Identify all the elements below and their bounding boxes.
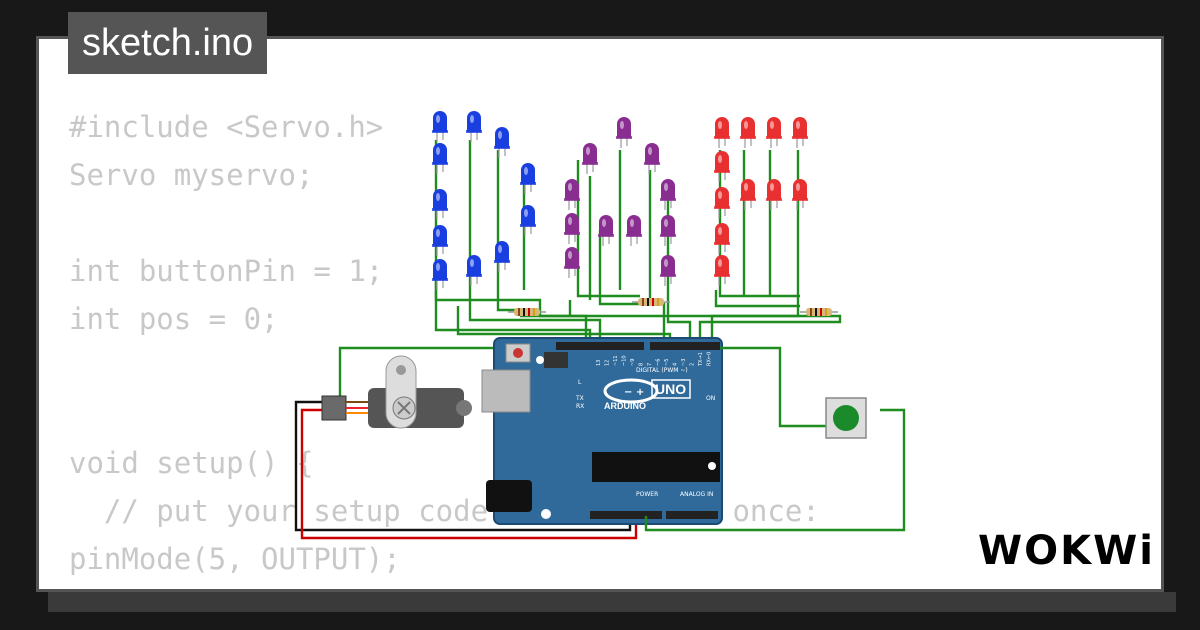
- board-brand-label: ARDUINO: [604, 401, 646, 411]
- servo-icon[interactable]: [321, 355, 472, 429]
- analog-label: ANALOG IN: [680, 491, 713, 498]
- arduino-logo-icon: [603, 378, 659, 404]
- wire: [456, 306, 672, 342]
- led-icon[interactable]: [564, 213, 580, 244]
- led-icon[interactable]: [582, 143, 598, 174]
- led-icon[interactable]: [432, 259, 448, 290]
- digital-pin-label: ~9: [630, 359, 636, 366]
- file-tab[interactable]: sketch.ino: [68, 12, 268, 74]
- led-icon[interactable]: [432, 189, 448, 220]
- card-shadow: [48, 592, 1176, 612]
- file-tab-label: sketch.ino: [82, 22, 254, 64]
- led-icon[interactable]: [714, 255, 730, 286]
- led-icon[interactable]: [740, 179, 756, 210]
- resistors: [508, 298, 838, 316]
- digital-pin-label: ~11: [613, 355, 619, 366]
- led-icon[interactable]: [660, 255, 676, 286]
- pushbutton-icon[interactable]: [644, 346, 906, 532]
- l-label: L: [578, 379, 582, 386]
- wire: [598, 230, 666, 342]
- wires: [434, 140, 842, 342]
- power-header: [590, 511, 662, 519]
- power-label: POWER: [636, 491, 658, 498]
- power-jack-icon: [486, 480, 532, 512]
- led-icon[interactable]: [466, 111, 482, 142]
- led-icon[interactable]: [494, 241, 510, 272]
- led-icon[interactable]: [714, 187, 730, 218]
- led-icon[interactable]: [740, 117, 756, 148]
- tx-label: TX: [575, 395, 584, 402]
- digital-header-left: [556, 342, 644, 350]
- led-icon[interactable]: [616, 117, 632, 148]
- digital-header-right: [650, 342, 720, 350]
- svg-text:− +: − +: [624, 387, 644, 398]
- digital-pin-label: 4: [673, 363, 679, 366]
- led-icon[interactable]: [660, 179, 676, 210]
- led-icon[interactable]: [520, 163, 536, 194]
- led-icon[interactable]: [766, 117, 782, 148]
- digital-pin-label: ~6: [656, 359, 662, 366]
- digital-pin-label: TX→1: [698, 352, 704, 367]
- digital-pin-label: 7: [647, 363, 653, 366]
- resistor-icon: [800, 308, 838, 316]
- code-editor[interactable]: #include <Servo.h> Servo myservo; int butt…: [69, 103, 820, 589]
- code-line: Servo myservo;: [69, 158, 314, 192]
- code-line: int pos = 0;: [69, 302, 279, 336]
- led-icon[interactable]: [432, 111, 448, 142]
- digital-pin-label: ~5: [664, 359, 670, 366]
- resistor-icon: [508, 308, 546, 316]
- leds: [432, 111, 808, 290]
- digital-pin-label: RX←0: [707, 352, 713, 366]
- resistor-icon: [632, 298, 670, 306]
- arduino-uno-board[interactable]: − + UNO ARDUINO DIGITAL (PWM ~) POWER AN…: [481, 337, 723, 525]
- led-icon[interactable]: [432, 143, 448, 174]
- led-icon[interactable]: [792, 117, 808, 148]
- led-icon[interactable]: [626, 215, 642, 246]
- wire: [496, 150, 520, 312]
- led-icon[interactable]: [520, 205, 536, 236]
- led-icon[interactable]: [564, 247, 580, 278]
- digital-pin-label: 2: [690, 363, 696, 366]
- wire: [576, 160, 640, 298]
- wire: [520, 314, 842, 342]
- led-icon[interactable]: [660, 215, 676, 246]
- analog-header: [666, 511, 718, 519]
- wokwi-logo: WOKWi: [978, 528, 1155, 574]
- led-icon[interactable]: [644, 143, 660, 174]
- wire: [468, 140, 602, 342]
- led-icon[interactable]: [598, 215, 614, 246]
- led-icon[interactable]: [714, 151, 730, 182]
- digital-pin-label: ~10: [622, 355, 628, 366]
- wire: [714, 290, 800, 308]
- card-content: #include <Servo.h> Servo myservo; int butt…: [36, 36, 1164, 592]
- board-model-label: UNO: [655, 381, 686, 397]
- code-line: pinMode(5, OUTPUT);: [69, 542, 401, 576]
- led-icon[interactable]: [714, 223, 730, 254]
- digital-pin-label: 12: [605, 360, 611, 366]
- led-icon[interactable]: [466, 255, 482, 286]
- led-icon[interactable]: [564, 179, 580, 210]
- digital-pin-label: 13: [596, 360, 602, 366]
- digital-pin-label: ~3: [681, 359, 687, 366]
- rx-label: RX: [576, 403, 584, 410]
- wire: [434, 270, 588, 342]
- code-line: void setup() {: [69, 446, 314, 480]
- led-icon[interactable]: [766, 179, 782, 210]
- digital-pin-label: 8: [639, 363, 645, 366]
- wire: [718, 150, 800, 298]
- microcontroller-chip: [592, 452, 720, 482]
- led-icon[interactable]: [432, 225, 448, 256]
- code-line: #include <Servo.h>: [69, 110, 384, 144]
- led-icon[interactable]: [792, 179, 808, 210]
- usb-connector-icon: [481, 369, 531, 413]
- servo-connector: [321, 395, 347, 421]
- led-icon[interactable]: [494, 127, 510, 158]
- led-icon[interactable]: [714, 117, 730, 148]
- on-label: ON: [706, 395, 715, 402]
- digital-label: DIGITAL (PWM ~): [636, 367, 688, 374]
- code-line: int buttonPin = 1;: [69, 254, 384, 288]
